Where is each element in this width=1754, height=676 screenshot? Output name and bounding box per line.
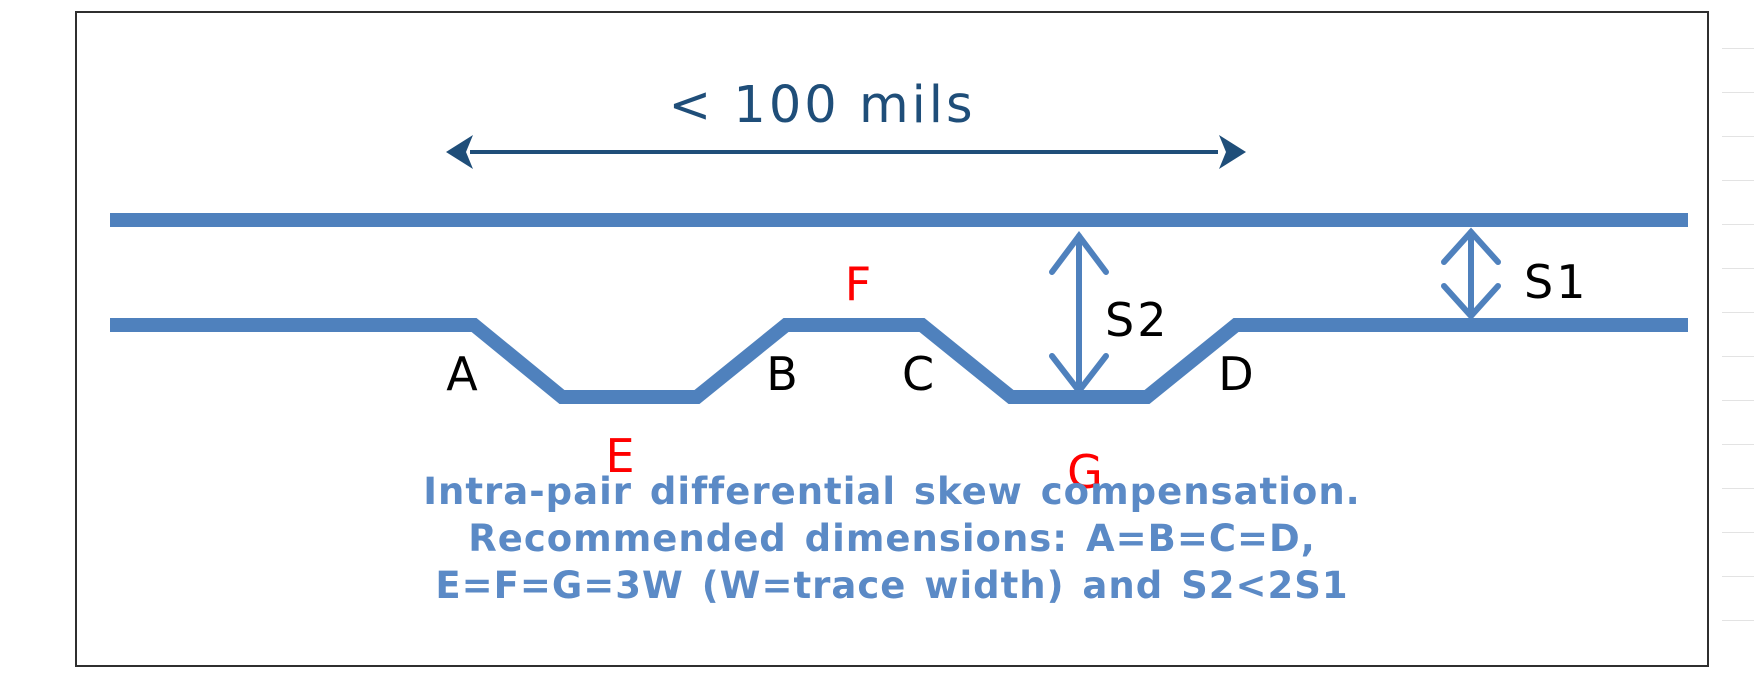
caption-line-1: Intra-pair differential skew compensatio… <box>423 470 1361 513</box>
s2-arrow <box>1049 231 1109 396</box>
dimension-label: < 100 mils <box>668 76 975 135</box>
label-s2: S2 <box>1105 293 1169 347</box>
label-b: B <box>766 347 798 401</box>
diagram-frame <box>75 11 1709 667</box>
dimension-arrowhead-left <box>446 135 473 169</box>
background-gridlines <box>1722 0 1754 676</box>
dimension-arrow <box>446 135 1246 169</box>
dimension-arrowhead-right <box>1219 135 1246 169</box>
label-e: E <box>605 429 634 483</box>
label-f: F <box>845 257 871 311</box>
caption-line-2: Recommended dimensions: A=B=C=D, <box>468 517 1316 560</box>
diagram-caption: Intra-pair differential skew compensatio… <box>75 468 1709 609</box>
label-c: C <box>902 347 934 401</box>
label-s1: S1 <box>1524 255 1588 309</box>
s1-arrow <box>1441 227 1501 321</box>
label-d: D <box>1218 347 1253 401</box>
label-a: A <box>446 347 478 401</box>
bottom-trace <box>110 318 1688 404</box>
caption-line-3: E=F=G=3W (W=trace width) and S2<2S1 <box>435 564 1349 607</box>
label-g: G <box>1067 445 1103 499</box>
